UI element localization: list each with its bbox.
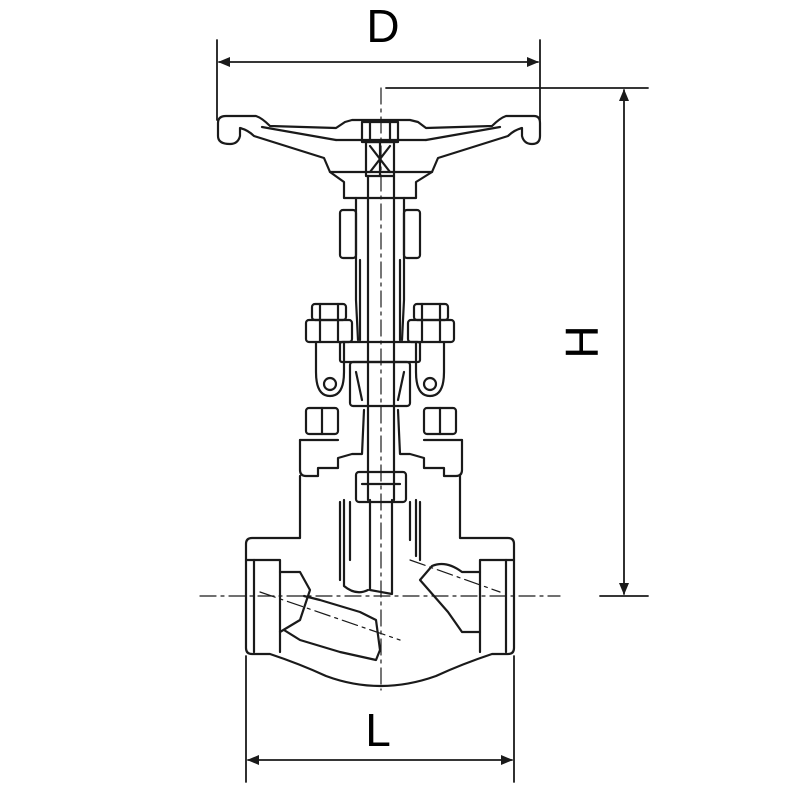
label-l: L [365,704,391,756]
dimension-l [245,655,515,783]
stem [366,174,396,502]
label-d: D [366,0,399,52]
yoke [328,170,434,342]
dimension-d [216,39,541,121]
gland-flange [338,340,422,408]
bonnet [298,406,464,504]
stem-nut [360,120,400,178]
left-gland-bolt [304,302,354,398]
dimension-h [385,87,649,597]
handwheel [216,114,542,174]
valve-body [244,474,516,688]
right-gland-bolt [406,302,456,398]
label-h: H [556,325,608,358]
